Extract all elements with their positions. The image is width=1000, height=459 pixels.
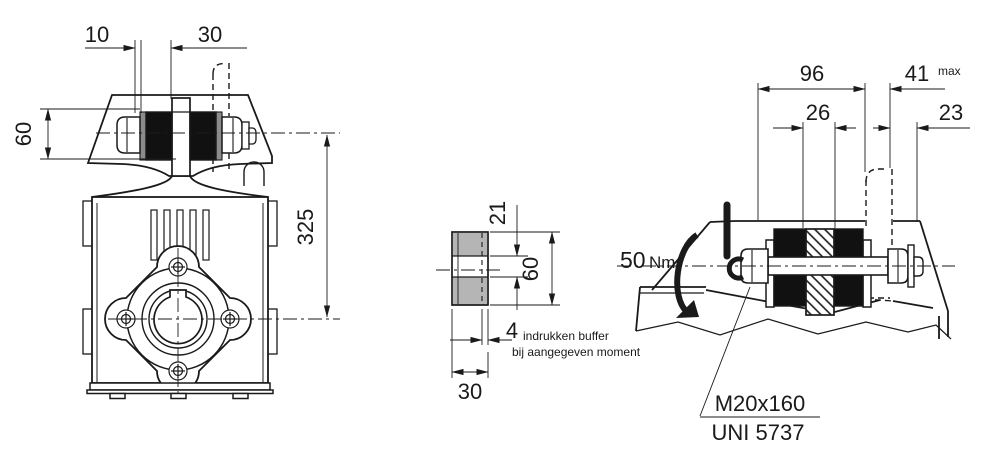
- dim-label-10: 10: [85, 22, 109, 47]
- bolt-standard-label: UNI 5737: [712, 420, 805, 445]
- wrench-jaw: [726, 256, 745, 281]
- hex-nut-left: [116, 116, 141, 154]
- torque-arrow-arc: [674, 232, 699, 316]
- hex-nut-right: [221, 116, 243, 154]
- buffer-section: [451, 231, 489, 306]
- break-line: [635, 318, 952, 340]
- bolt-tip: [913, 256, 924, 277]
- dim-label-41-max: max: [938, 64, 961, 78]
- hidden-frame-outline: [212, 62, 230, 172]
- note-moment: bij aangegeven moment: [512, 345, 641, 359]
- bolt-size-label: M20x160: [715, 391, 806, 416]
- rubber-buffer-left: [145, 111, 173, 161]
- dim-label-325: 325: [293, 209, 318, 246]
- dim-label-60-buffer: 60: [518, 257, 543, 281]
- buffer-assembly-front: [116, 97, 257, 177]
- bracket-tongue: [171, 97, 191, 177]
- front-dimensions: [40, 40, 331, 318]
- dim-label-96: 96: [800, 61, 824, 86]
- note-indrukken: indrukken buffer: [523, 329, 609, 343]
- dim-label-41: 41: [905, 61, 929, 86]
- dim-label-30-buffer: 30: [458, 379, 482, 404]
- buffer-detail-view: 21 60 4 indrukken buffer bij aangegeven …: [436, 201, 641, 404]
- dim-label-4: 4: [506, 318, 518, 343]
- front-view: 10 30 60 325: [11, 22, 340, 400]
- flange-screws: [116, 257, 240, 381]
- side-dimensions: [757, 83, 970, 228]
- torque-value-label: 50: [620, 247, 646, 273]
- cooling-fins: [150, 209, 210, 261]
- torque-unit-label: Nm: [649, 253, 675, 272]
- side-view: 96 41 max 26 23 50 Nm M20x160 UNI 5737: [617, 61, 970, 445]
- dim-label-26: 26: [806, 100, 830, 125]
- torque-arrowhead: [676, 300, 699, 318]
- rubber-buffer-right: [189, 111, 217, 161]
- dim-label-60-front: 60: [11, 122, 36, 146]
- base-feet: [86, 382, 274, 400]
- torque-wrench: [723, 201, 745, 281]
- dim-label-23: 23: [939, 100, 963, 125]
- bolt-leader-line: [699, 286, 751, 417]
- buffer-dimensions: [450, 205, 560, 378]
- dim-label-30: 30: [198, 22, 222, 47]
- dim-label-21: 21: [485, 201, 510, 225]
